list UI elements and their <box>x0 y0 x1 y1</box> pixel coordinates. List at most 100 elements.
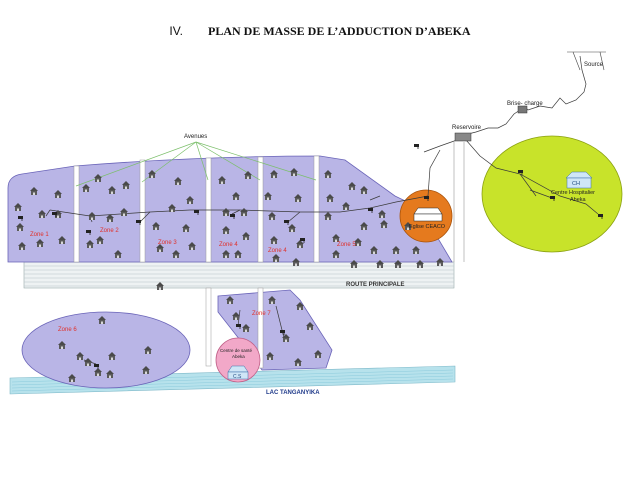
zone-7-area <box>217 289 333 371</box>
house-icon <box>348 182 356 190</box>
house-icon <box>314 350 322 358</box>
house-icon <box>266 352 274 360</box>
house-icon <box>222 208 230 216</box>
house-icon <box>294 358 302 366</box>
house-icon <box>412 246 420 254</box>
hospital-area <box>481 135 623 253</box>
house-icon <box>122 181 130 189</box>
house-icon <box>142 366 150 374</box>
house-icon <box>94 368 102 376</box>
house-icon <box>234 250 242 258</box>
house-icon <box>270 236 278 244</box>
house-icon <box>360 186 368 194</box>
house-icon <box>86 240 94 248</box>
house-icon <box>168 204 176 212</box>
route-label: ROUTE PRINCIPALE <box>346 282 405 288</box>
hospital-abeka-label: Abeka <box>570 197 587 203</box>
zone-label: Zone 1 <box>30 232 49 238</box>
house-icon <box>18 242 26 250</box>
house-icon <box>226 296 234 304</box>
source-label: Source <box>584 62 604 68</box>
house-icon <box>296 240 304 248</box>
health-center-label-2: Abeka <box>232 354 245 359</box>
house-icon <box>436 258 444 266</box>
house-icon <box>294 194 302 202</box>
house-icon <box>68 374 76 382</box>
church-building: Eglise CEACO <box>409 207 446 230</box>
tap-icon <box>194 210 199 215</box>
zone-label: Zone 7 <box>252 311 271 317</box>
house-icon <box>88 212 96 220</box>
tap-icon <box>300 238 305 243</box>
house-icon <box>404 222 412 230</box>
house-icon <box>282 334 290 342</box>
tap-icon <box>284 220 289 225</box>
tap-icon <box>424 196 429 201</box>
house-icon <box>106 370 114 378</box>
brise-charge-feature: Brise- charge <box>507 101 543 114</box>
house-icon <box>94 174 102 182</box>
tap-icon <box>518 170 523 175</box>
health-center-building: Centre de santé Abeka C.S <box>220 348 253 380</box>
house-icon <box>222 250 230 258</box>
house-icon <box>380 220 388 228</box>
brise-charge-label: Brise- charge <box>507 101 543 107</box>
house-icon <box>290 168 298 176</box>
zone-labels: Zone 1 Zone 2 Zone 3 Zone 4 Zone 4 Zone … <box>30 228 356 333</box>
house-icon <box>392 246 400 254</box>
hospital-label: Centre Hospitalier <box>551 190 595 196</box>
house-icon <box>416 260 424 268</box>
house-icon <box>16 223 24 231</box>
house-icon <box>268 212 276 220</box>
source-feature: Source <box>567 51 606 71</box>
house-icon <box>98 316 106 324</box>
house-icon <box>222 226 230 234</box>
house-icon <box>242 324 250 332</box>
house-icon <box>326 194 334 202</box>
house-icon <box>174 177 182 185</box>
house-icon <box>378 210 386 218</box>
house-icon <box>354 238 362 246</box>
church-label: Eglise CEACO <box>409 224 446 230</box>
lake-label: LAC TANGANYIKA <box>266 390 320 396</box>
house-icon <box>288 224 296 232</box>
house-icon <box>108 186 116 194</box>
house-icon <box>120 208 128 216</box>
house-icon <box>264 192 272 200</box>
house-icon <box>156 282 164 290</box>
house-icon <box>342 202 350 210</box>
house-icon <box>218 176 226 184</box>
house-icon <box>240 208 248 216</box>
reservoir-columns <box>453 142 465 262</box>
zone-label: Zone 6 <box>58 327 77 333</box>
tap-icon <box>52 212 57 217</box>
house-icon <box>96 236 104 244</box>
house-icon <box>296 302 304 310</box>
house-icon <box>360 222 368 230</box>
house-icon <box>30 187 38 195</box>
house-icon <box>152 222 160 230</box>
zone-6-area <box>21 311 191 389</box>
tap-icon <box>280 330 285 335</box>
house-icon <box>54 190 62 198</box>
house-icon <box>14 203 22 211</box>
house-icon <box>186 196 194 204</box>
house-icon <box>76 352 84 360</box>
house-icon <box>232 312 240 320</box>
tap-icon <box>86 230 91 235</box>
house-icon <box>144 346 152 354</box>
house-icon <box>106 214 114 222</box>
tap-icon <box>18 216 23 221</box>
house-icon <box>350 260 358 268</box>
tap-icon <box>368 208 373 213</box>
house-icon <box>172 250 180 258</box>
houses-layer <box>14 168 444 382</box>
health-center-code: C.S <box>233 374 242 380</box>
house-icon <box>244 171 252 179</box>
house-icon <box>306 322 314 330</box>
reservoir-feature: Reservoire <box>452 125 482 142</box>
taps-layer <box>18 144 603 369</box>
tap-icon <box>550 196 555 201</box>
house-icon <box>242 232 250 240</box>
